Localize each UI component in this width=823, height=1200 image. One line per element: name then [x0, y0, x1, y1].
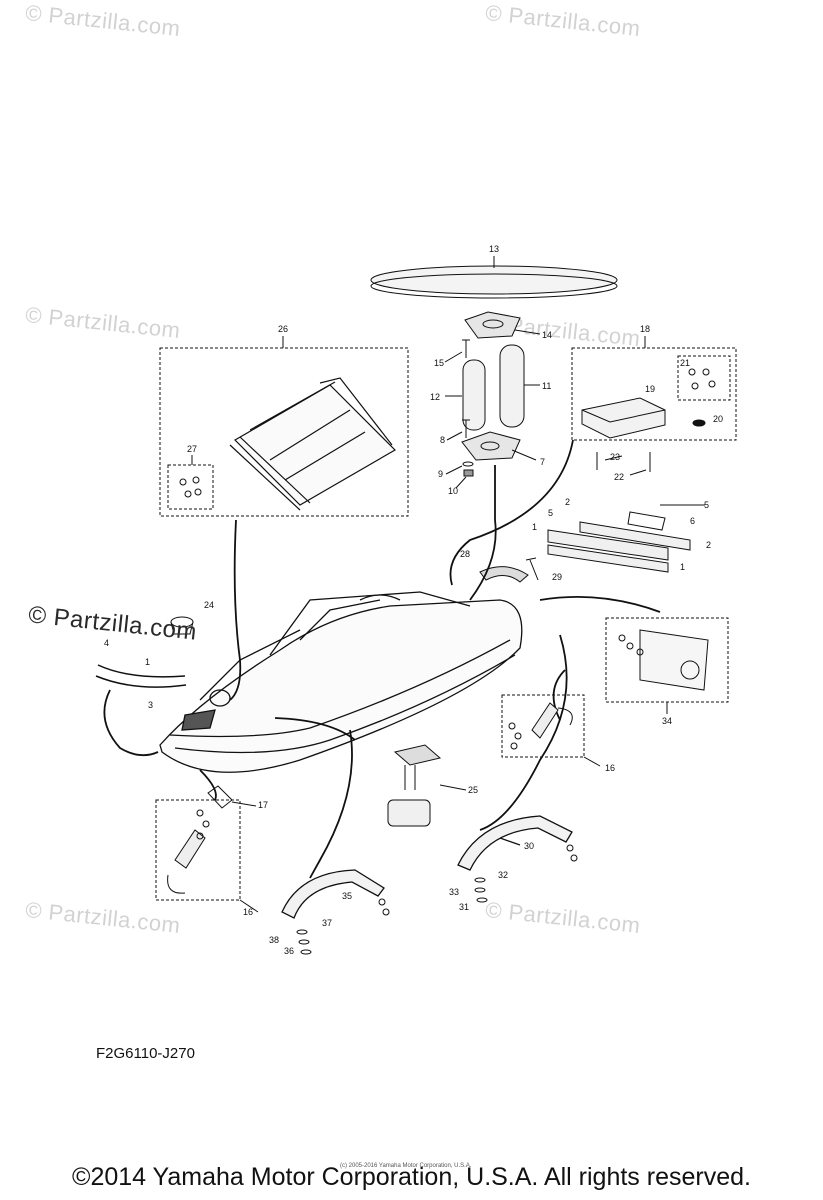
pedestal-tube-part-12[interactable] — [445, 359, 486, 431]
callout-19[interactable]: 19 — [645, 384, 655, 394]
callout-3[interactable]: 3 — [148, 700, 153, 710]
callout-labels: 13 14 15 12 11 8 7 9 10 26 27 18 21 19 2… — [104, 244, 723, 956]
callout-10[interactable]: 10 — [448, 486, 458, 496]
callout-26[interactable]: 26 — [278, 324, 288, 334]
rail-assembly-parts-1-2-5-6[interactable] — [547, 504, 705, 573]
callout-29[interactable]: 29 — [552, 572, 562, 582]
rub-rail-parts-1-3-4[interactable] — [95, 664, 187, 688]
callout-35[interactable]: 35 — [342, 891, 352, 901]
callout-12[interactable]: 12 — [430, 392, 440, 402]
tow-eye-box-16-lower[interactable] — [155, 799, 259, 913]
nut-part-10[interactable] — [455, 469, 474, 489]
callout-25[interactable]: 25 — [468, 785, 478, 795]
callout-17[interactable]: 17 — [258, 800, 268, 810]
cup-holder-part-24[interactable] — [170, 616, 194, 635]
callout-22[interactable]: 22 — [614, 472, 624, 482]
fasteners-parts-36-38[interactable] — [296, 929, 312, 955]
callout-15[interactable]: 15 — [434, 358, 444, 368]
diagram-code: F2G6110-J270 — [96, 1045, 195, 1062]
callout-1b[interactable]: 1 — [680, 562, 685, 572]
leader-arrows — [103, 439, 661, 879]
callout-36[interactable]: 36 — [284, 946, 294, 956]
callout-16[interactable]: 16 — [605, 763, 615, 773]
callout-32[interactable]: 32 — [498, 870, 508, 880]
grab-rail-part-30[interactable] — [457, 815, 573, 871]
bolt-part-29[interactable] — [525, 557, 539, 581]
callout-14[interactable]: 14 — [542, 330, 552, 340]
lower-flange-part-7[interactable] — [461, 431, 537, 461]
callout-9[interactable]: 9 — [438, 469, 443, 479]
callout-38[interactable]: 38 — [269, 935, 279, 945]
callout-2b[interactable]: 2 — [706, 540, 711, 550]
table-top-part-13[interactable] — [370, 256, 618, 299]
bracket-assembly-box-18[interactable] — [571, 336, 737, 441]
callout-8[interactable]: 8 — [440, 435, 445, 445]
callout-1c[interactable]: 1 — [145, 657, 150, 667]
pedestal-tube-part-11[interactable] — [499, 344, 540, 428]
boat-hull — [159, 591, 523, 773]
tow-eye-box-16-upper[interactable] — [501, 694, 601, 767]
handle-part-28[interactable] — [479, 566, 529, 583]
callout-5[interactable]: 5 — [704, 500, 709, 510]
bracket-part-17[interactable] — [207, 785, 257, 809]
screw-part-8[interactable] — [446, 419, 470, 441]
callout-16b[interactable]: 16 — [243, 907, 253, 917]
callout-23[interactable]: 23 — [610, 452, 620, 462]
fasteners-parts-31-33[interactable] — [474, 877, 488, 903]
upper-flange-part-14[interactable] — [464, 311, 541, 339]
nuts-rails — [378, 844, 578, 916]
callout-13[interactable]: 13 — [489, 244, 499, 254]
screw-part-15[interactable] — [444, 339, 470, 363]
callout-24[interactable]: 24 — [204, 600, 214, 610]
callout-7[interactable]: 7 — [540, 457, 545, 467]
cleat-part-25[interactable] — [387, 744, 467, 827]
callout-37[interactable]: 37 — [322, 918, 332, 928]
callout-34[interactable]: 34 — [662, 716, 672, 726]
screw-part-23[interactable] — [596, 452, 623, 470]
copyright-footer: ©2014 Yamaha Motor Corporation, U.S.A. A… — [72, 1163, 751, 1191]
drain-plug-box-34[interactable] — [605, 617, 729, 714]
callout-21[interactable]: 21 — [680, 358, 690, 368]
ladder-assembly-box-26[interactable] — [159, 336, 409, 517]
callout-27[interactable]: 27 — [187, 444, 197, 454]
callout-33[interactable]: 33 — [449, 887, 459, 897]
callout-28[interactable]: 28 — [460, 549, 470, 559]
callout-6[interactable]: 6 — [690, 516, 695, 526]
callout-18[interactable]: 18 — [640, 324, 650, 334]
washer-part-9[interactable] — [445, 461, 474, 475]
callout-11[interactable]: 11 — [542, 381, 551, 391]
callout-30[interactable]: 30 — [524, 841, 534, 851]
callout-5b[interactable]: 5 — [548, 508, 553, 518]
callout-1[interactable]: 1 — [532, 522, 537, 532]
screw-part-22[interactable] — [629, 452, 651, 476]
tiny-credit-text: (c) 2005-2016 Yamaha Motor Corporation, … — [340, 1163, 472, 1169]
callout-20[interactable]: 20 — [713, 414, 723, 424]
grab-rail-part-35[interactable] — [281, 869, 385, 919]
callout-2[interactable]: 2 — [565, 497, 570, 507]
callout-31[interactable]: 31 — [459, 902, 469, 912]
callout-4[interactable]: 4 — [104, 638, 109, 648]
